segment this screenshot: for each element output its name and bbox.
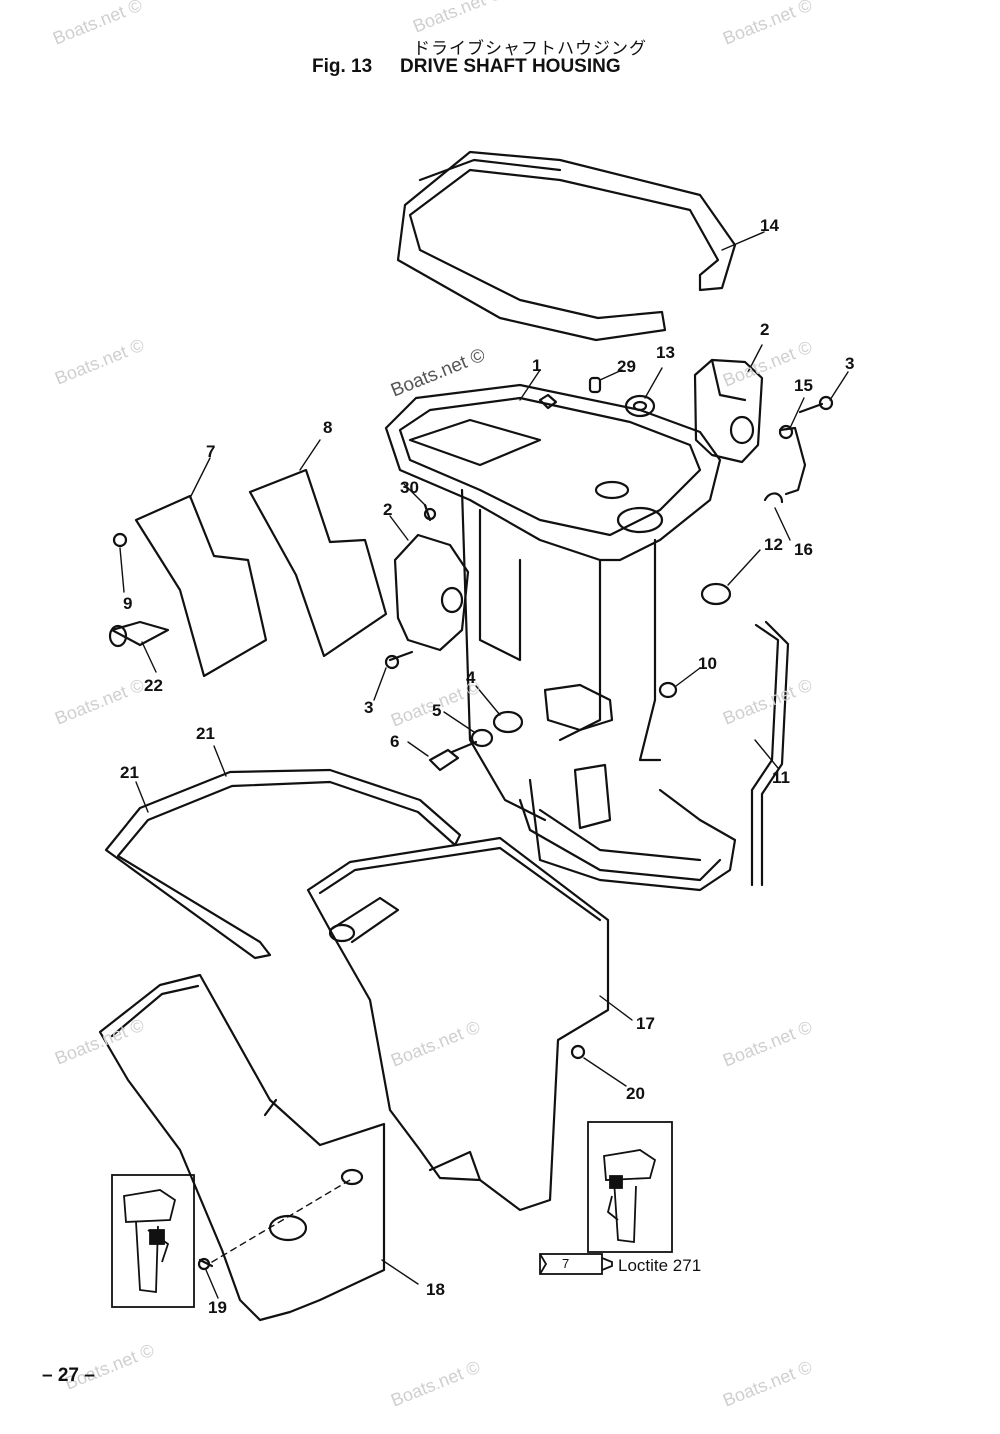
part-21-seal-pair — [104, 768, 462, 960]
loctite-label: Loctite 271 — [618, 1256, 702, 1275]
part-1-drive-shaft-housing — [384, 383, 737, 892]
callout-21: 21 — [120, 763, 139, 782]
callout-11: 11 — [772, 768, 790, 787]
part-30-bolt — [423, 503, 437, 522]
callout-16: 16 — [794, 540, 813, 559]
callout-3: 3 — [364, 698, 374, 717]
part-2-mount-left — [393, 533, 470, 652]
callout-29: 29 — [617, 357, 636, 376]
callout-30: 30 — [400, 478, 419, 497]
callout-2: 2 — [383, 500, 393, 519]
callout-19: 19 — [208, 1298, 227, 1317]
page-number: – 27 – — [42, 1365, 95, 1386]
japanese-title: ドライブシャフトハウジング — [413, 39, 647, 59]
callout-7: 7 — [206, 442, 216, 461]
callout-1: 1 — [532, 356, 542, 375]
callout-10: 10 — [698, 654, 717, 673]
part-15-bracket — [778, 424, 807, 496]
callout-14: 14 — [760, 216, 779, 235]
callout-17: 17 — [636, 1014, 655, 1033]
part-14-top-gasket — [396, 150, 737, 342]
part-9-nut — [112, 532, 128, 548]
callout-8: 8 — [323, 418, 333, 437]
callout-3: 3 — [845, 354, 855, 373]
part-3-bolt-left — [384, 650, 414, 670]
callout-13: 13 — [656, 343, 675, 362]
callout-18: 18 — [426, 1280, 445, 1299]
callout-2: 2 — [760, 320, 770, 339]
part-10-plug — [658, 681, 678, 699]
part-29-dowel — [588, 376, 602, 394]
part-17-lower-cover-right — [306, 836, 610, 1212]
part-12-grommet — [700, 582, 732, 606]
outboard-thumbnail-right — [587, 1121, 673, 1253]
callout-22: 22 — [144, 676, 163, 695]
part-11-water-tube — [750, 620, 790, 887]
loctite-tube-number: 7 — [562, 1256, 570, 1271]
part-16-clip — [763, 492, 784, 504]
part-22-plug — [108, 620, 170, 648]
part-7-cover-plate — [134, 494, 268, 678]
callout-12: 12 — [764, 535, 783, 554]
outboard-thumbnail-left — [111, 1174, 195, 1308]
part-2-mount-right — [693, 358, 764, 464]
callout-5: 5 — [432, 701, 442, 720]
callout-6: 6 — [390, 732, 400, 751]
part-13-grommet — [624, 394, 656, 418]
callout-9: 9 — [123, 594, 133, 613]
callout-20: 20 — [626, 1084, 645, 1103]
parts-4-5-6-washers-bolt — [428, 710, 524, 772]
part-8-gasket — [248, 468, 388, 658]
callout-21: 21 — [196, 724, 215, 743]
callout-4: 4 — [466, 668, 476, 687]
figure-number: Fig. 13 — [312, 56, 373, 77]
callout-15: 15 — [794, 376, 813, 395]
figure-title: DRIVE SHAFT HOUSING — [400, 56, 621, 77]
loctite-tube-icon — [539, 1253, 613, 1275]
part-3-bolt-right — [798, 395, 834, 414]
